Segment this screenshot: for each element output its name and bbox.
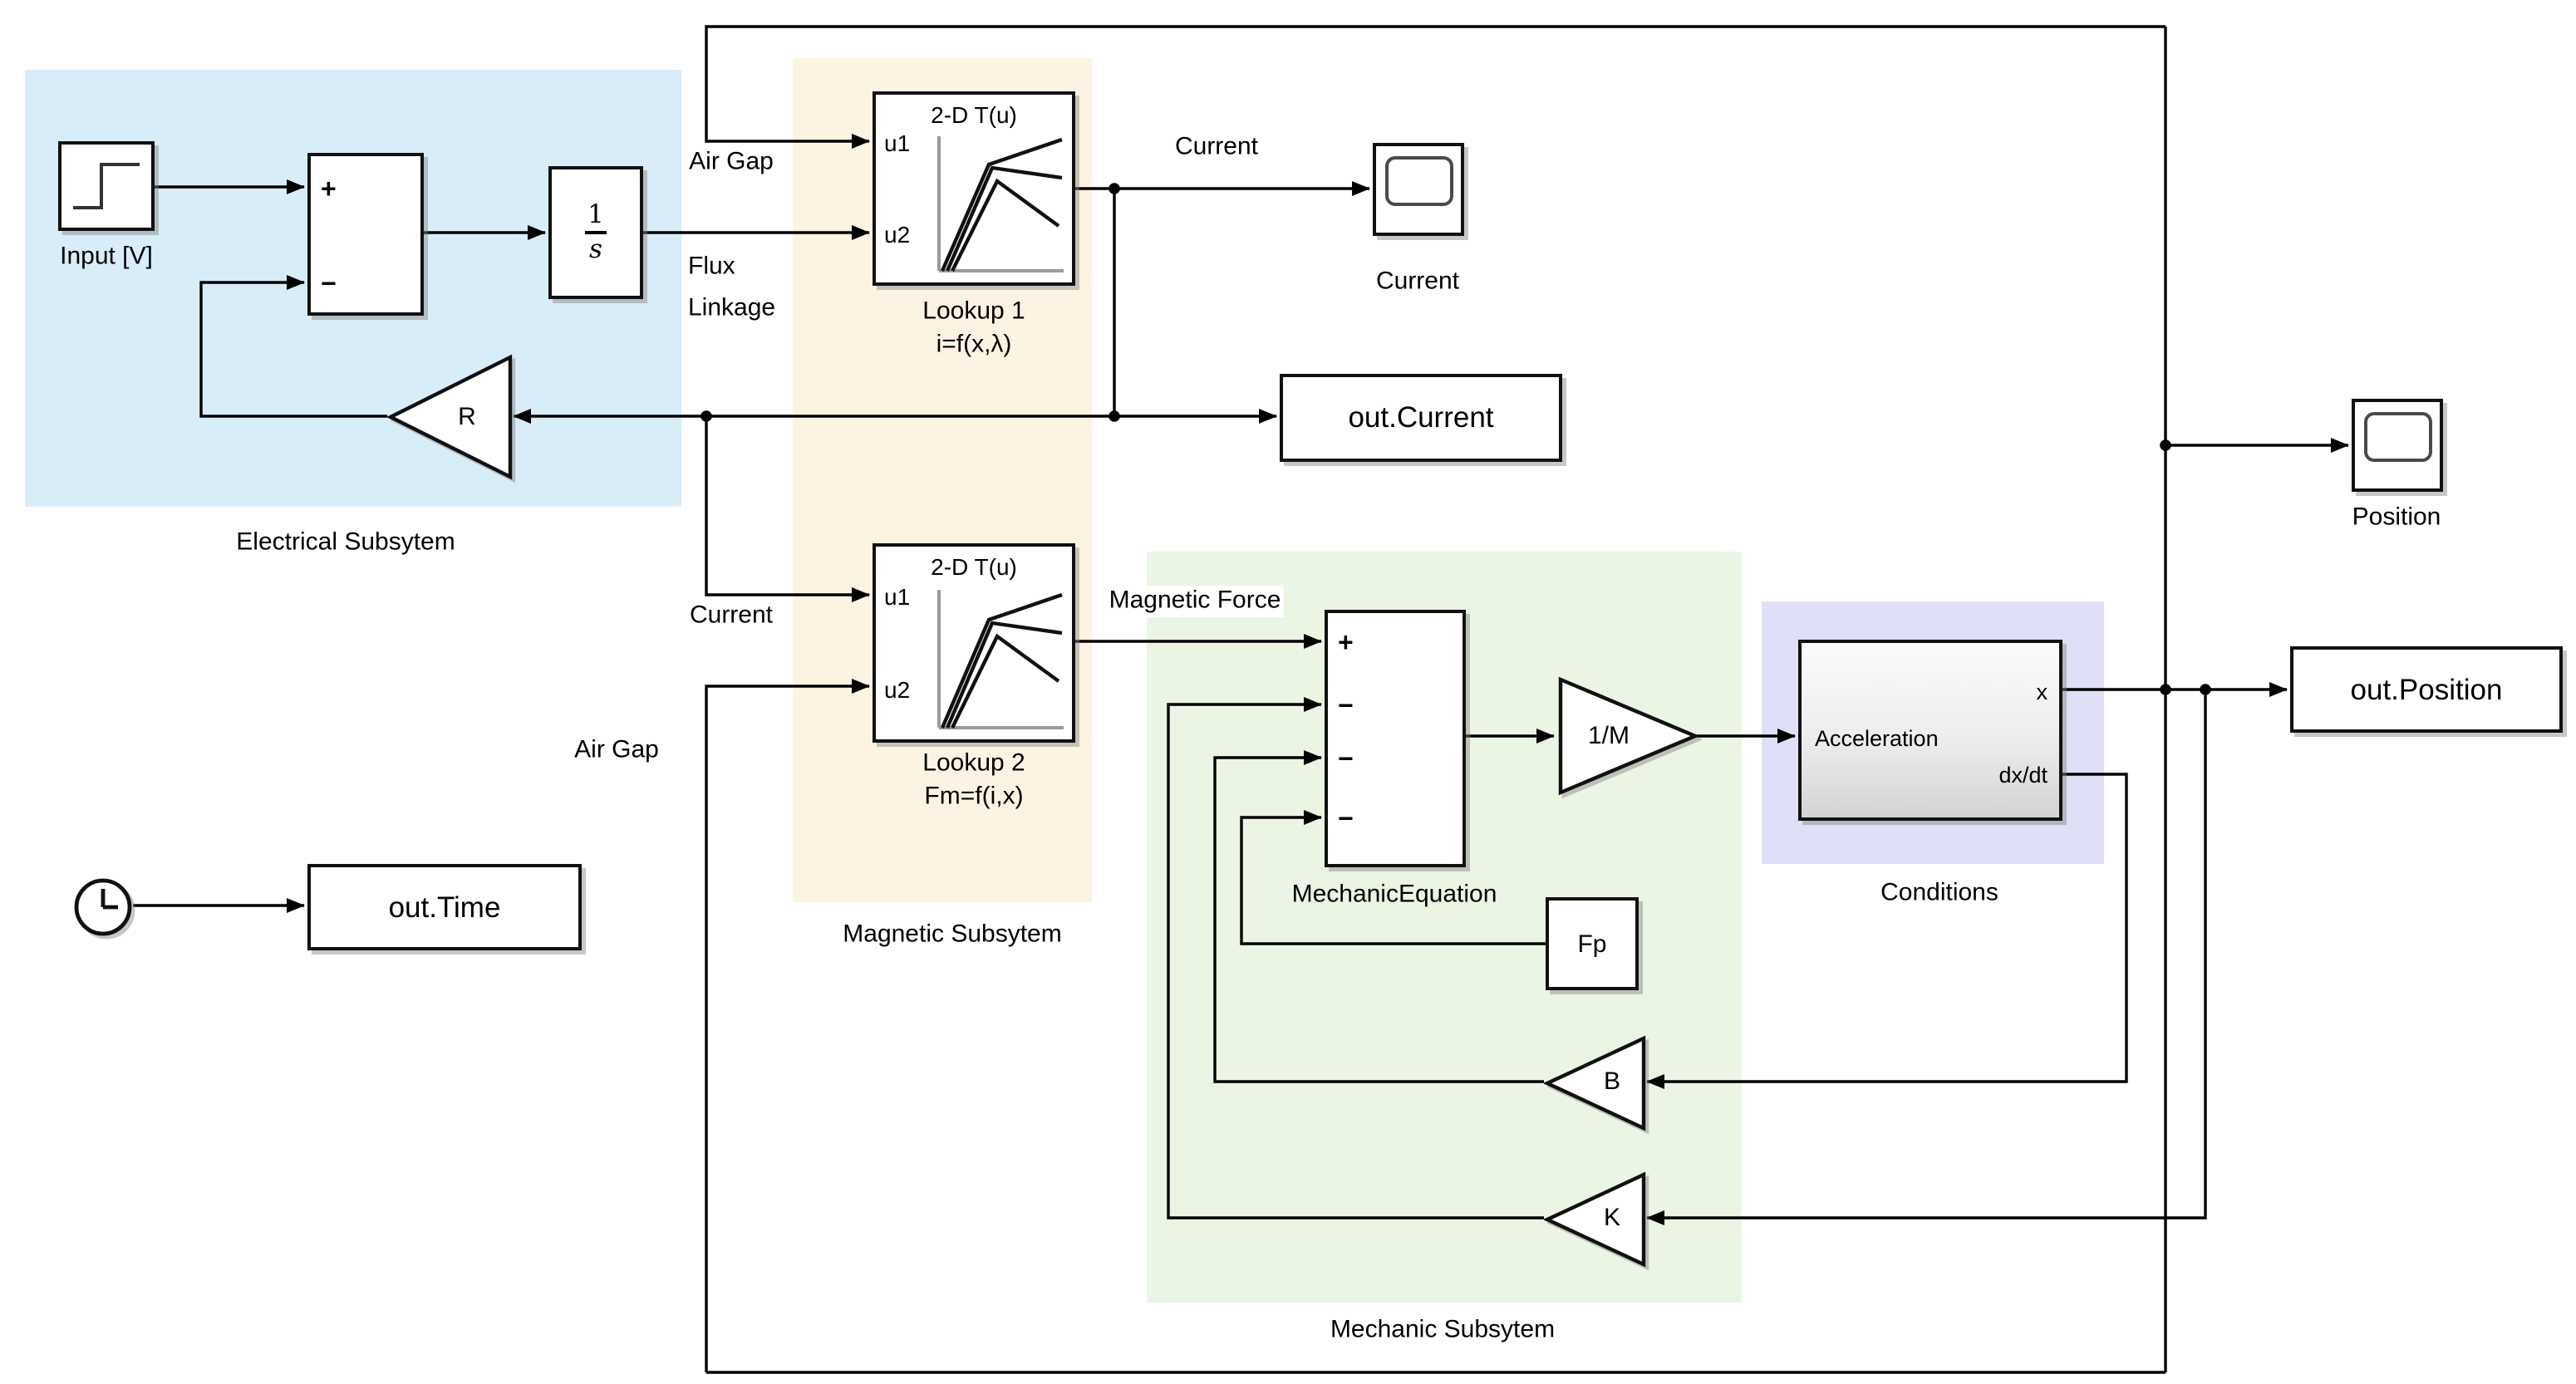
lookup1-port-u1: u1 — [884, 130, 911, 156]
lookup1-port-u2: u2 — [884, 221, 911, 248]
mecheq-minus3-sign: − — [1338, 806, 1354, 834]
region-mechanic-label: Mechanic Subsytem — [1330, 1315, 1556, 1344]
conditions-label: Conditions — [1880, 878, 1998, 907]
lookup2-port-u2: u2 — [884, 676, 911, 703]
current-mid-label: Current — [689, 601, 774, 630]
position-scope-block[interactable] — [2352, 399, 2443, 492]
position-scope-label: Position — [2352, 503, 2441, 532]
gain-k-block[interactable] — [1544, 1171, 1647, 1268]
step-signal-icon — [73, 163, 140, 209]
gain-r-label: R — [458, 403, 476, 431]
clock-icon — [74, 878, 132, 936]
region-electrical-label: Electrical Subsytem — [236, 528, 455, 557]
lookup2-header: 2-D T(u) — [931, 553, 1017, 580]
mechanic-equation-block[interactable]: + − − − — [1325, 610, 1466, 867]
sum-plus-sign: + — [321, 176, 337, 204]
sum-minus-sign: − — [321, 271, 337, 299]
conditions-output-dxdt: dx/dt — [1998, 763, 2048, 788]
air-gap-bottom-label: Air Gap — [574, 735, 659, 764]
electrical-sum-block[interactable]: + − — [307, 153, 424, 316]
lookup-curve-icon — [937, 590, 1064, 729]
out-time-text: out.Time — [388, 890, 501, 923]
flux-label-line2: Linkage — [688, 293, 776, 322]
integrator-block[interactable]: 1 s — [548, 166, 643, 299]
step-input-label: Input [V] — [60, 242, 153, 271]
conditions-input-label: Acceleration — [1815, 726, 1939, 751]
lookup2-name-label: Lookup 2 — [922, 748, 1025, 778]
lookup2-port-u1: u1 — [884, 583, 911, 610]
out-position-text: out.Position — [2350, 672, 2503, 705]
mecheq-plus-sign: + — [1338, 630, 1354, 658]
out-position-block[interactable]: out.Position — [2290, 646, 2563, 733]
lookup1-header: 2-D T(u) — [931, 101, 1017, 128]
region-magnetic-label: Magnetic Subsytem — [843, 920, 1062, 949]
gain-fp-block[interactable]: Fp — [1546, 897, 1639, 990]
lookup1-block[interactable]: 2-D T(u) u1 u2 — [873, 91, 1075, 286]
out-time-block[interactable]: out.Time — [307, 864, 582, 950]
integrator-fraction: 1 s — [552, 169, 640, 296]
mecheq-minus2-sign: − — [1338, 746, 1354, 774]
current-top-label: Current — [1174, 132, 1259, 161]
lookup1-equation-label: i=f(x,λ) — [936, 330, 1012, 359]
conditions-block[interactable]: Acceleration x dx/dt — [1798, 640, 2062, 821]
current-scope-label: Current — [1375, 267, 1460, 296]
air-gap-top-label: Air Gap — [689, 147, 774, 176]
lookup-curve-icon — [937, 136, 1064, 272]
mechanic-equation-label: MechanicEquation — [1291, 880, 1497, 909]
gain-1m-block[interactable] — [1557, 676, 1698, 796]
gain-b-label: B — [1603, 1067, 1621, 1096]
clock-block[interactable] — [71, 876, 135, 939]
out-current-block[interactable]: out.Current — [1280, 374, 1562, 462]
out-current-text: out.Current — [1348, 400, 1494, 434]
gain-fp-label: Fp — [1577, 930, 1607, 958]
conditions-output-x: x — [2036, 680, 2048, 704]
flux-label-line1: Flux — [688, 252, 735, 281]
current-scope-block[interactable] — [1373, 143, 1464, 236]
gain-r-block[interactable] — [387, 354, 514, 480]
gain-1m-label: 1/M — [1587, 722, 1630, 750]
scope-screen-icon — [1384, 156, 1453, 206]
lookup2-equation-label: Fm=f(i,x) — [924, 782, 1024, 811]
mecheq-minus1-sign: − — [1338, 693, 1354, 721]
lookup1-name-label: Lookup 1 — [922, 297, 1025, 326]
gain-b-block[interactable] — [1544, 1035, 1647, 1131]
magnetic-force-label: Magnetic Force — [1105, 586, 1285, 617]
step-input-block[interactable] — [58, 141, 155, 231]
scope-screen-icon — [2363, 412, 2431, 462]
gain-k-label: K — [1603, 1204, 1621, 1232]
wire-junction-dots — [701, 183, 2211, 695]
lookup2-block[interactable]: 2-D T(u) u1 u2 — [873, 543, 1075, 743]
